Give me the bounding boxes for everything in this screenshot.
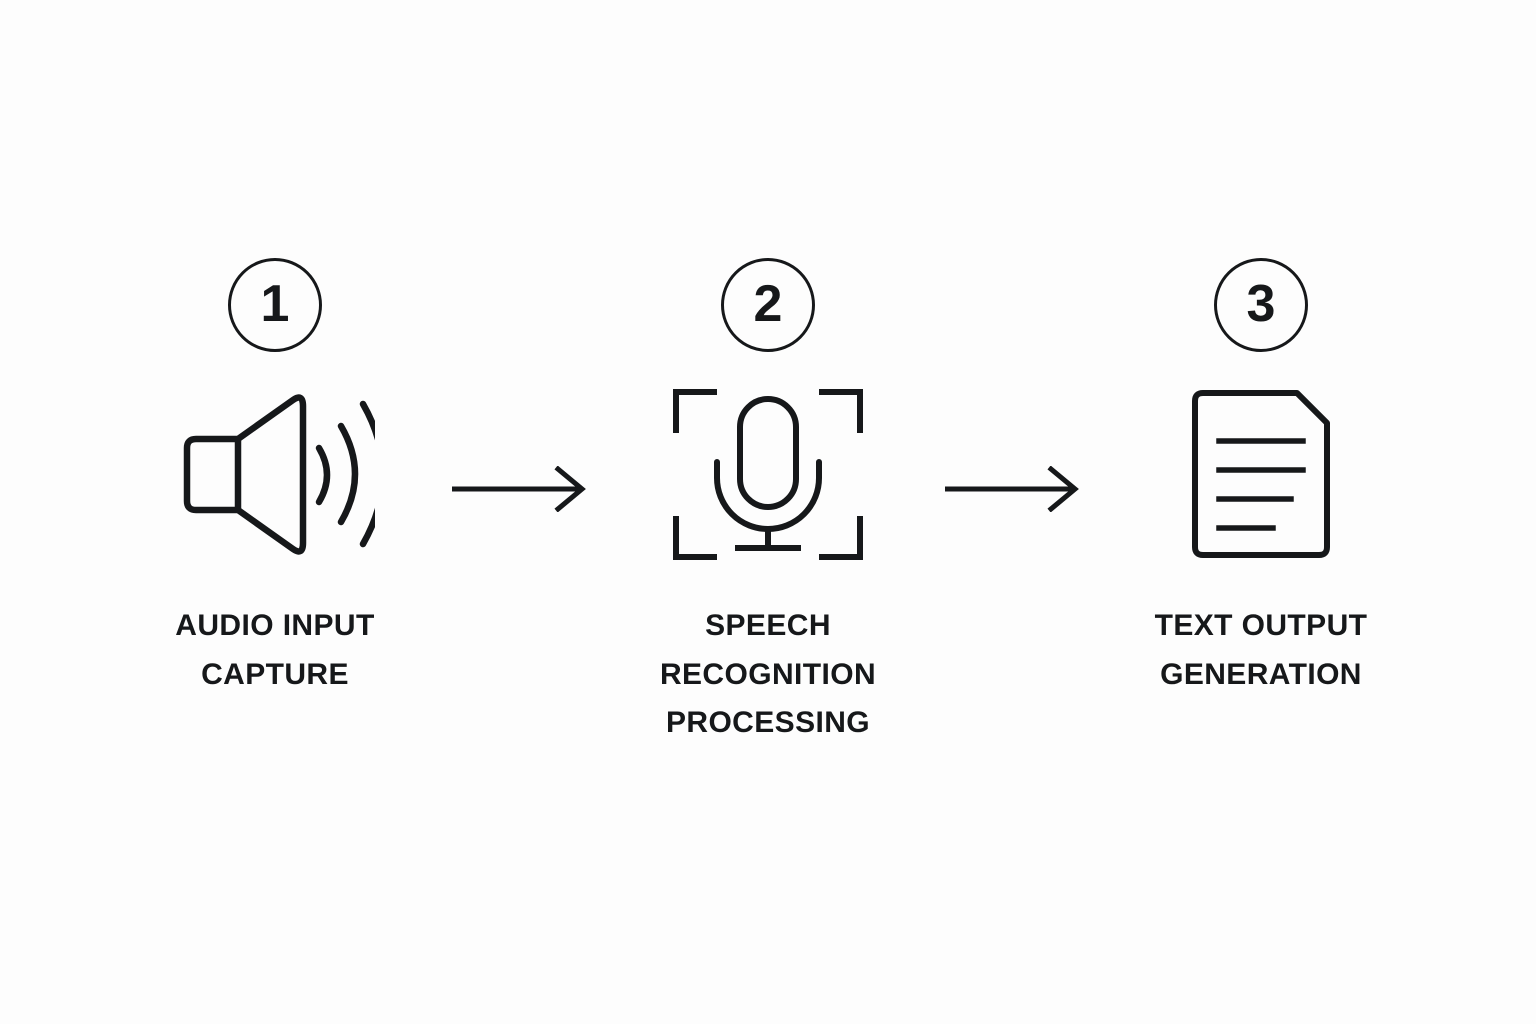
document-lines-icon xyxy=(1192,390,1330,558)
step-icon-container-3 xyxy=(1187,374,1335,574)
arrow-right-icon xyxy=(944,466,1079,512)
step-number-badge-2: 2 xyxy=(721,258,815,352)
step-icon-container-2 xyxy=(668,374,868,574)
connector-2 xyxy=(933,258,1096,512)
step-label-3: TEXT OUTPUT GENERATION xyxy=(1154,609,1368,691)
speaker-volume-icon xyxy=(183,393,375,555)
step-number-badge-3: 3 xyxy=(1214,258,1308,352)
step-number-1: 1 xyxy=(260,275,290,333)
arrow-right-icon xyxy=(451,466,586,512)
step-label-1: AUDIO INPUT CAPTURE xyxy=(175,609,375,691)
step-icon-container-1 xyxy=(175,374,375,574)
step-number-3: 3 xyxy=(1246,275,1276,333)
step-speech-recognition-processing: 2 SPEECH R xyxy=(603,258,933,748)
steps-row: 1 AUDIO INPUT CAPTURE xyxy=(0,258,1536,748)
connector-1 xyxy=(440,258,603,512)
microphone-scan-frame-icon xyxy=(673,388,863,560)
step-text-output-generation: 3 TEXT OUTPUT GENERATION xyxy=(1096,258,1426,699)
step-audio-input-capture: 1 AUDIO INPUT CAPTURE xyxy=(110,258,440,699)
step-number-badge-1: 1 xyxy=(228,258,322,352)
step-label-2: SPEECH RECOGNITION PROCESSING xyxy=(659,609,877,740)
step-number-2: 2 xyxy=(753,275,783,333)
